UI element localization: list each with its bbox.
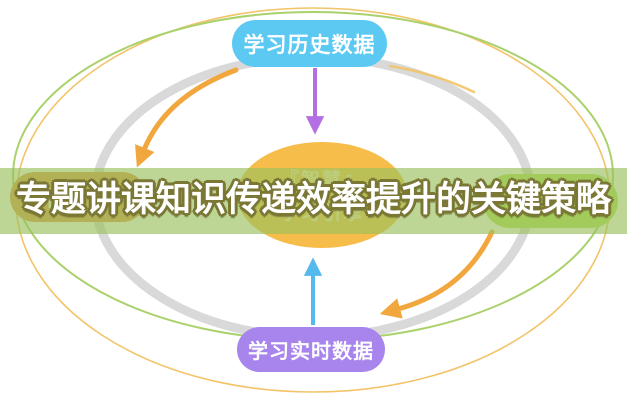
orange-arc-fragment <box>388 64 476 94</box>
headline-banner: 专题讲课知识传递效率提升的关键策略 <box>0 168 627 234</box>
curved-arrow-bottom-right-icon <box>379 229 495 319</box>
node-historical-data: 学习历史数据 <box>232 20 387 67</box>
node-label: 学习历史数据 <box>243 32 376 57</box>
node-label: 学习实时数据 <box>248 339 374 363</box>
headline-text: 专题讲课知识传递效率提升的关键策略 <box>15 180 611 220</box>
curved-arrow-top-left-icon <box>135 67 239 168</box>
node-realtime-data: 学习实时数据 <box>237 327 385 372</box>
